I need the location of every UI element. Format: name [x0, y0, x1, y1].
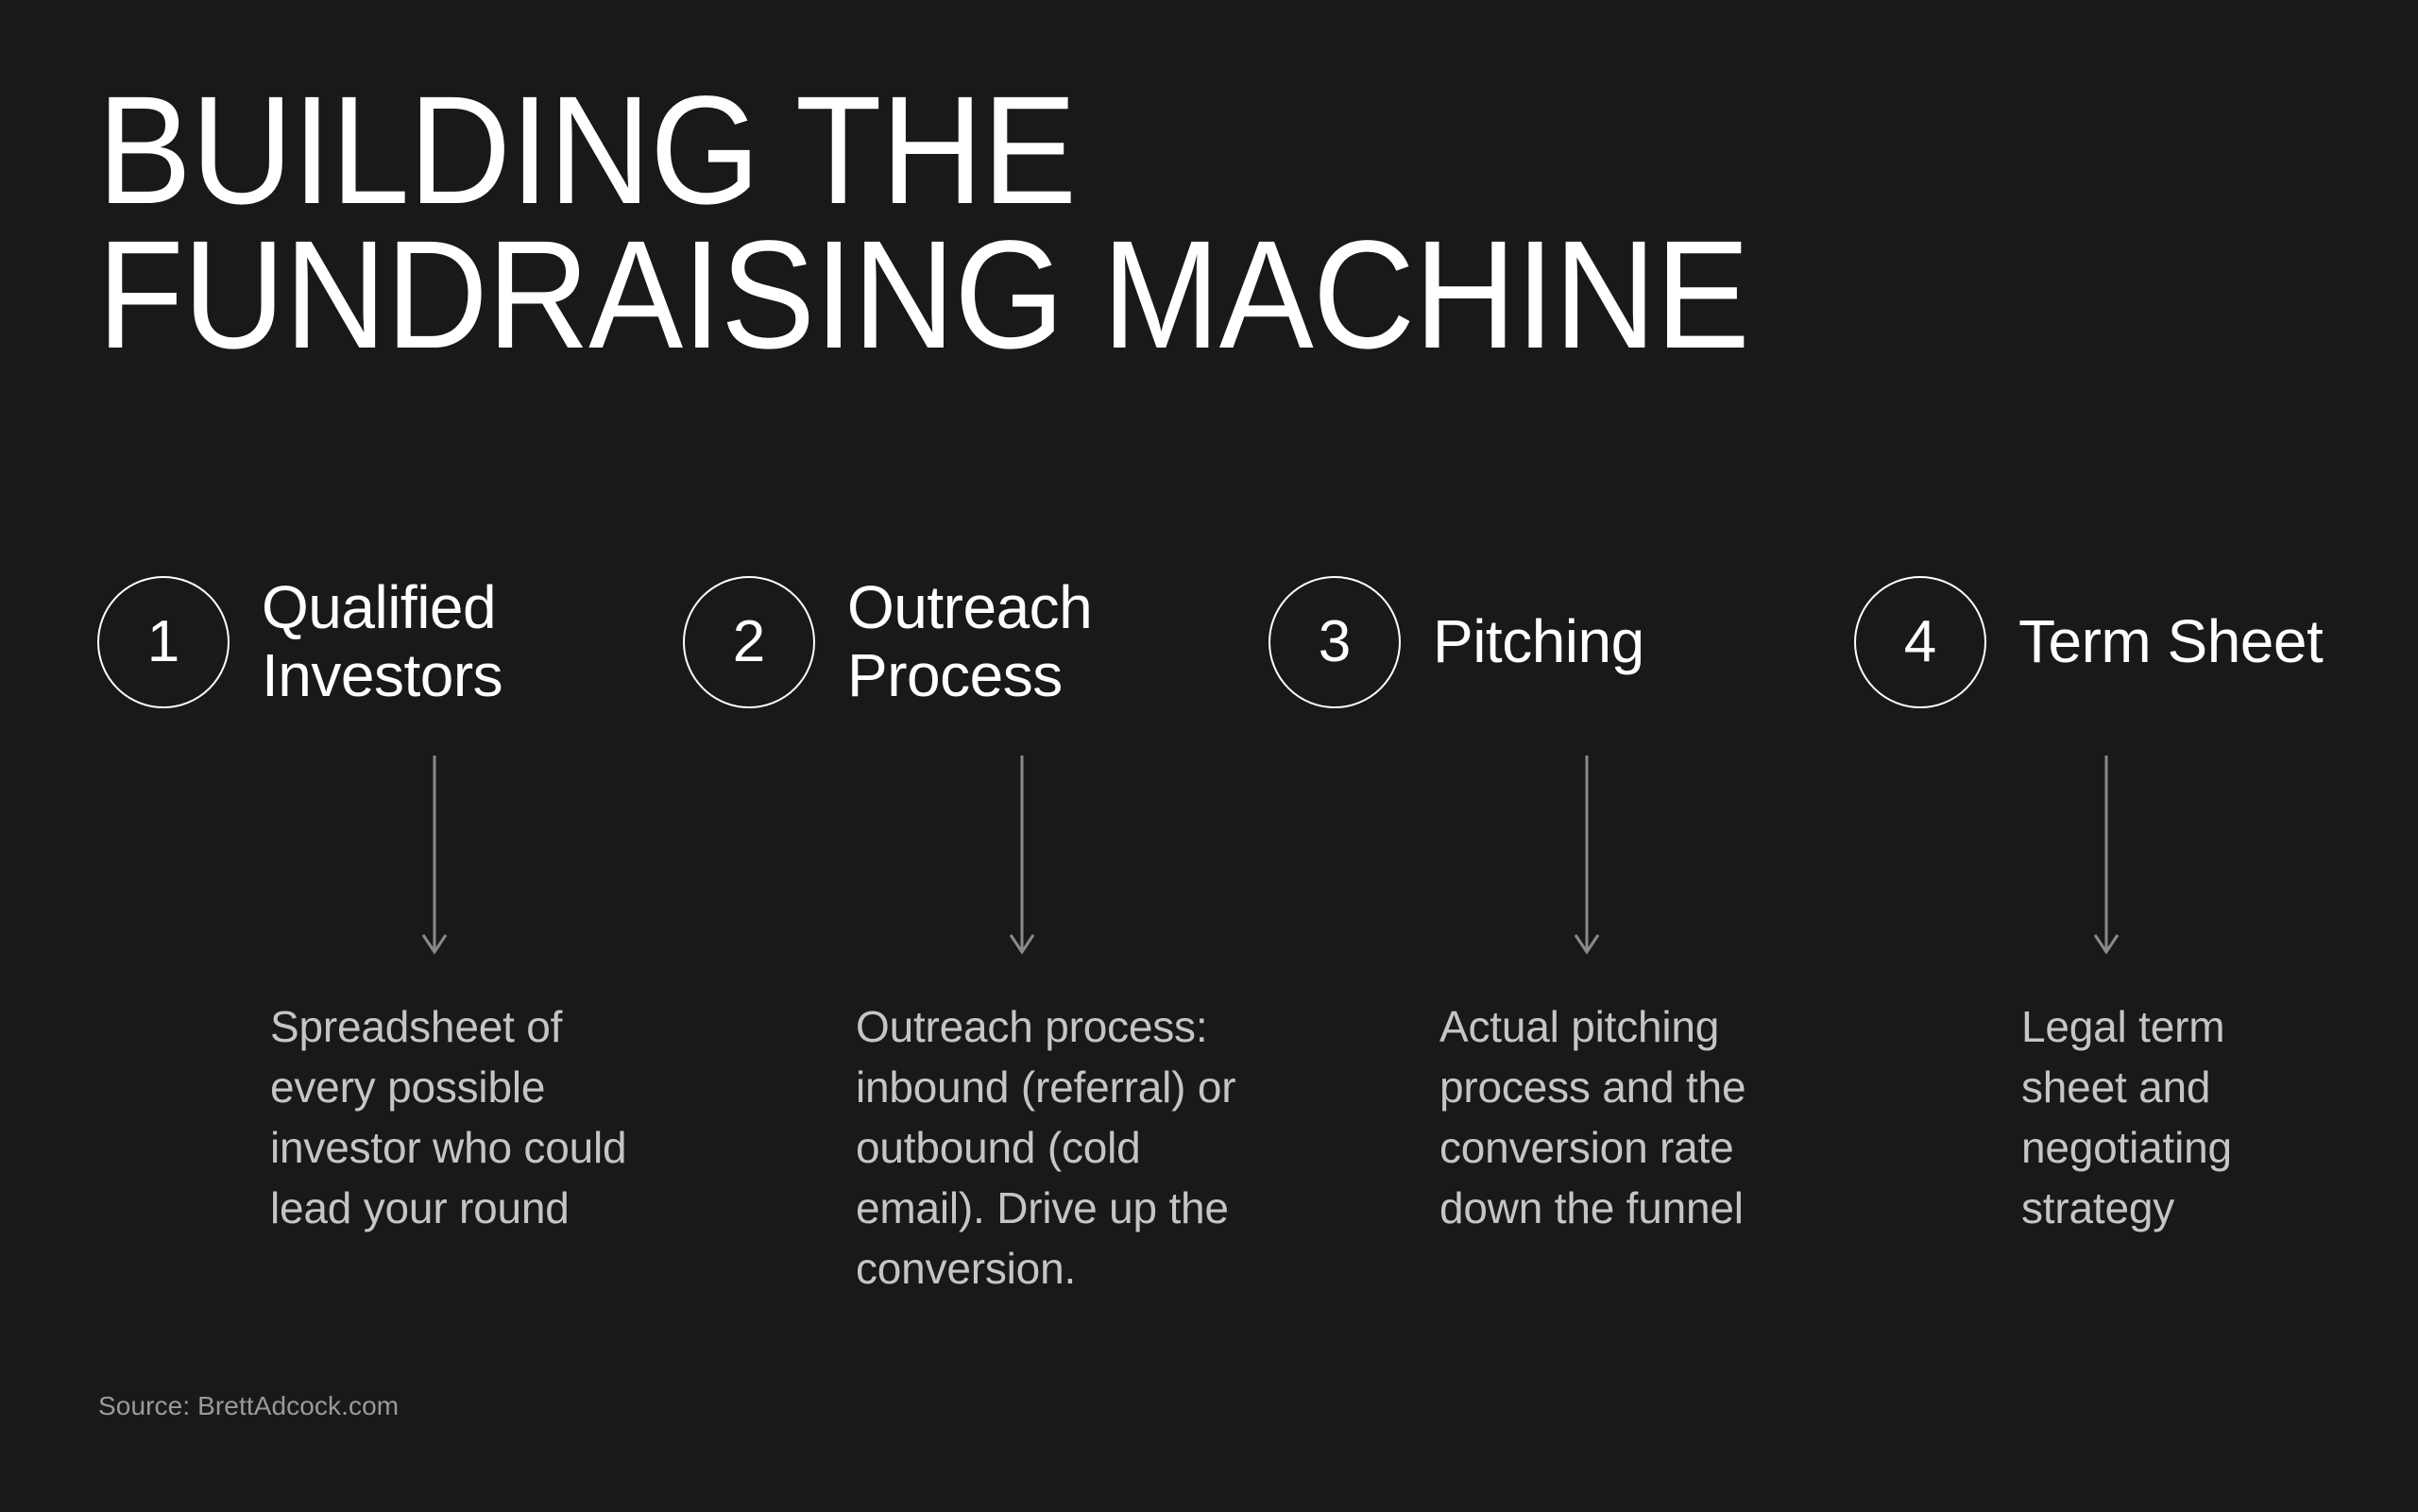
step-number-circle-2: 2	[683, 576, 815, 708]
arrow-down-icon-4	[2093, 756, 2120, 955]
step-description-3: Actual pitching process and the conversi…	[1439, 1002, 1746, 1232]
arrow-down-icon-1	[421, 756, 448, 955]
step-label-1: Qualified Investors	[262, 573, 503, 709]
arrow-down-icon-3	[1574, 756, 1600, 955]
step-number-4: 4	[1903, 609, 1937, 674]
steps-row: 1 Qualified Investors 2 Outreach Process…	[0, 561, 2418, 731]
step-description-1: Spreadsheet of every possible investor w…	[270, 1002, 627, 1232]
step-number-circle-3: 3	[1269, 576, 1401, 708]
step-item-1: 1 Qualified Investors	[97, 561, 668, 723]
step-number-circle-1: 1	[97, 576, 230, 708]
step-number-1: 1	[146, 609, 180, 674]
step-label-3: Pitching	[1433, 607, 1644, 676]
step-label-2: Outreach Process	[847, 573, 1093, 709]
page-title: BUILDING THE FUNDRAISING MACHINE	[97, 63, 2175, 382]
step-number-circle-4: 4	[1854, 576, 1986, 708]
step-item-2: 2 Outreach Process	[683, 561, 1253, 723]
step-number-2: 2	[732, 609, 766, 674]
title-line-2: FUNDRAISING MACHINE	[97, 208, 1750, 382]
step-item-4: 4 Term Sheet	[1854, 561, 2324, 723]
step-item-3: 3 Pitching	[1269, 561, 1644, 723]
title-line-1: BUILDING THE	[97, 63, 1077, 236]
step-number-3: 3	[1318, 609, 1352, 674]
arrow-down-icon-2	[1009, 756, 1035, 955]
source-attribution: Source: BrettAdcock.com	[98, 1391, 400, 1420]
step-label-4: Term Sheet	[2018, 607, 2324, 676]
step-description-2: Outreach process: inbound (referral) or …	[856, 1002, 1236, 1293]
step-description-4: Legal term sheet and negotiating strateg…	[2021, 1002, 2232, 1232]
